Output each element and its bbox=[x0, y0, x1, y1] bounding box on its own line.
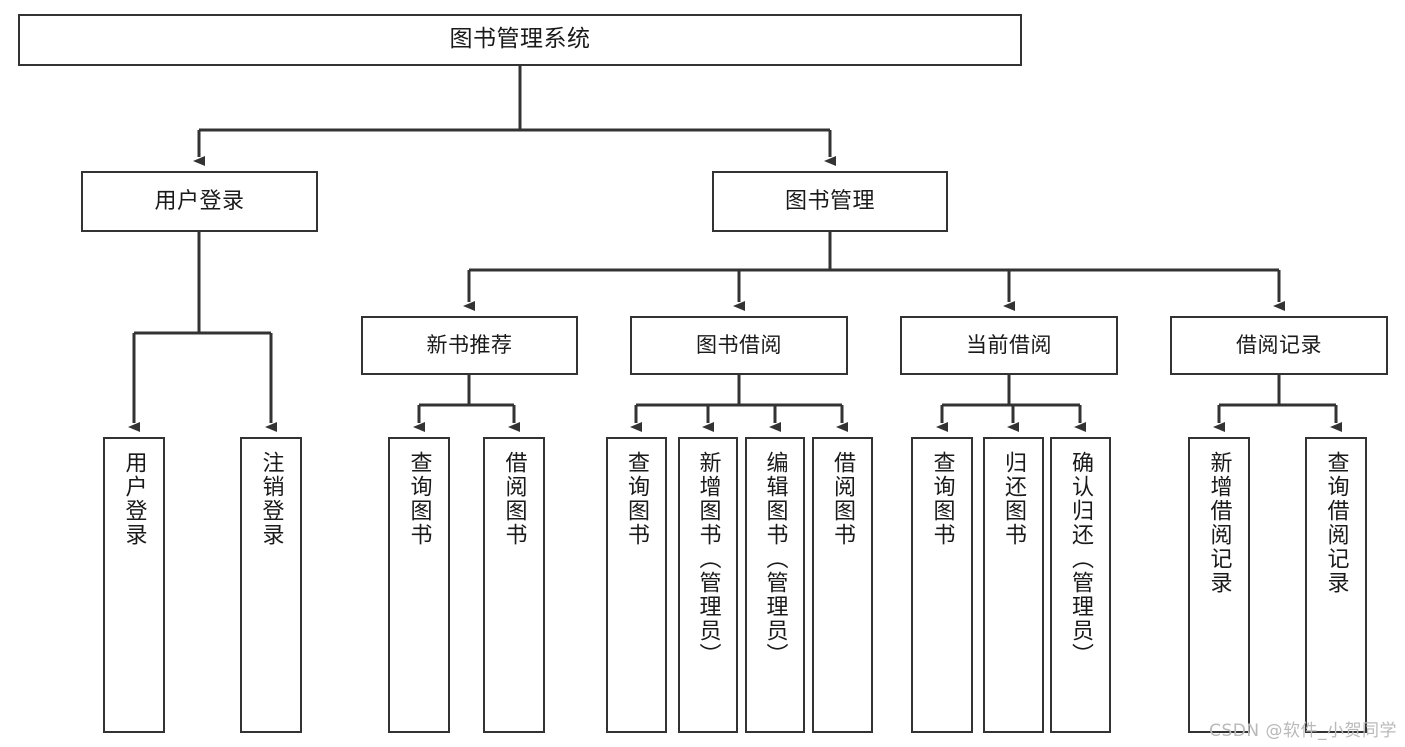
node-leaf-query-book-3[interactable]: 查询图书 bbox=[911, 437, 973, 733]
node-leaf-add-record[interactable]: 新增借阅记录 bbox=[1188, 437, 1250, 733]
node-book-borrow-label: 图书借阅 bbox=[696, 333, 782, 358]
node-leaf-query-book-2-label: 查询图书 bbox=[624, 451, 650, 547]
node-leaf-confirm-return-label: 确认归还（管理员） bbox=[1068, 451, 1094, 667]
node-borrow-record-label: 借阅记录 bbox=[1236, 333, 1322, 358]
node-leaf-return-book-label: 归还图书 bbox=[1001, 451, 1027, 547]
node-borrow-record[interactable]: 借阅记录 bbox=[1170, 316, 1388, 375]
node-leaf-logout-label: 注销登录 bbox=[258, 451, 284, 547]
node-leaf-borrow-book-1[interactable]: 借阅图书 bbox=[483, 437, 545, 733]
node-leaf-query-book-2[interactable]: 查询图书 bbox=[606, 437, 667, 733]
node-leaf-query-record-label: 查询借阅记录 bbox=[1323, 451, 1349, 595]
node-leaf-return-book[interactable]: 归还图书 bbox=[983, 437, 1044, 733]
node-book-manage-label: 图书管理 bbox=[784, 188, 875, 214]
node-leaf-query-book-1[interactable]: 查询图书 bbox=[388, 437, 450, 733]
node-leaf-query-book-1-label: 查询图书 bbox=[406, 451, 432, 547]
node-current-borrow[interactable]: 当前借阅 bbox=[900, 316, 1118, 375]
node-book-manage[interactable]: 图书管理 bbox=[712, 171, 948, 232]
node-root-label: 图书管理系统 bbox=[449, 26, 591, 53]
node-leaf-borrow-book-2-label: 借阅图书 bbox=[830, 451, 856, 547]
node-leaf-logout[interactable]: 注销登录 bbox=[240, 437, 302, 733]
node-leaf-user-login-label: 用户登录 bbox=[121, 451, 147, 547]
node-leaf-borrow-book-2[interactable]: 借阅图书 bbox=[812, 437, 873, 733]
node-current-borrow-label: 当前借阅 bbox=[966, 333, 1052, 358]
node-leaf-edit-book[interactable]: 编辑图书（管理员） bbox=[745, 437, 805, 733]
node-new-book-recommend[interactable]: 新书推荐 bbox=[361, 316, 578, 375]
node-leaf-user-login[interactable]: 用户登录 bbox=[103, 437, 165, 733]
node-root[interactable]: 图书管理系统 bbox=[18, 14, 1022, 66]
node-leaf-add-book-label: 新增图书（管理员） bbox=[695, 451, 721, 667]
node-leaf-confirm-return[interactable]: 确认归还（管理员） bbox=[1050, 437, 1111, 733]
node-user-login[interactable]: 用户登录 bbox=[81, 171, 318, 232]
node-user-login-label: 用户登录 bbox=[154, 188, 245, 214]
node-leaf-add-book[interactable]: 新增图书（管理员） bbox=[678, 437, 738, 733]
node-leaf-borrow-book-1-label: 借阅图书 bbox=[501, 451, 527, 547]
node-leaf-add-record-label: 新增借阅记录 bbox=[1206, 451, 1232, 595]
node-new-book-recommend-label: 新书推荐 bbox=[426, 333, 513, 358]
node-leaf-edit-book-label: 编辑图书（管理员） bbox=[762, 451, 788, 667]
node-leaf-query-book-3-label: 查询图书 bbox=[929, 451, 955, 547]
node-leaf-query-record[interactable]: 查询借阅记录 bbox=[1305, 437, 1367, 733]
node-book-borrow[interactable]: 图书借阅 bbox=[630, 316, 848, 375]
